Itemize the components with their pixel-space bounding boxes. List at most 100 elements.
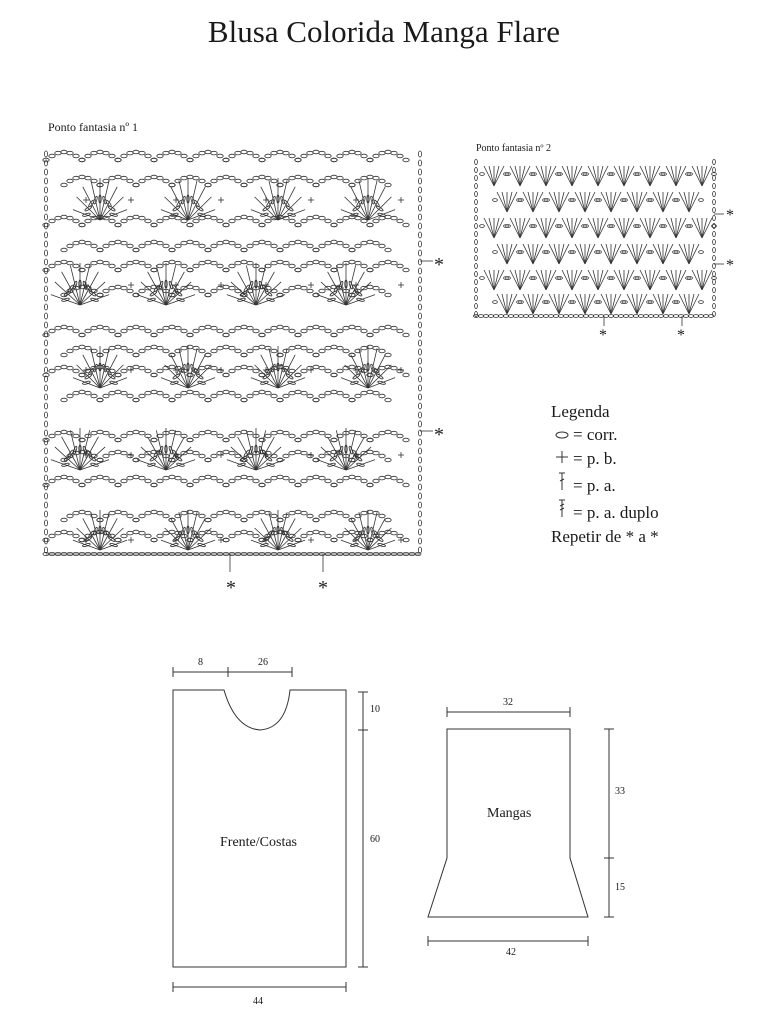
- chain-stitch: [354, 475, 362, 481]
- dc-stitch: [187, 196, 212, 221]
- dc-stitch: [623, 165, 630, 187]
- dc-stitch-bar: [356, 462, 365, 467]
- dc-stitch: [82, 186, 101, 221]
- dc-stitch: [493, 269, 500, 291]
- chain-stitch: [210, 348, 218, 354]
- dc-stitch: [597, 217, 609, 239]
- chain-stitch: [216, 390, 224, 396]
- chain-stitch: [156, 510, 164, 516]
- chain-stitch: [84, 218, 92, 224]
- chain-stitch: [402, 157, 410, 163]
- chain-stitch: [222, 332, 230, 338]
- chain-stitch: [270, 513, 278, 519]
- chain-stitch: [210, 430, 218, 436]
- dc-stitch: [584, 293, 596, 315]
- dc-stitch-bar: [176, 297, 185, 302]
- chain-stitch: [306, 530, 314, 536]
- chain-stitch: [342, 243, 350, 249]
- chain-stitch: [150, 174, 158, 180]
- dc-stitch: [597, 165, 604, 187]
- dc-stitch: [277, 354, 296, 389]
- turning-chain: [417, 501, 422, 509]
- turning-chain: [417, 384, 422, 392]
- turning-chain: [44, 150, 49, 158]
- chain-stitch: [518, 198, 524, 202]
- repeat-mark: *: [318, 577, 328, 595]
- chain-stitch: [642, 314, 649, 318]
- chain-stitch: [330, 267, 338, 273]
- dc-stitch: [545, 217, 552, 239]
- chain-stitch: [90, 430, 98, 436]
- chain-stitch: [204, 247, 212, 253]
- chain-stitch: [294, 372, 302, 378]
- chain-stitch: [240, 182, 248, 188]
- chain-stitch: [548, 314, 555, 318]
- chain-stitch: [300, 328, 308, 334]
- chain-stitch: [336, 345, 344, 351]
- repeat-mark: *: [726, 207, 734, 224]
- chain-stitch: [372, 510, 380, 516]
- chain-stitch: [482, 314, 489, 318]
- body-pattern-diagram: 8 26 10 60 44 Frente/Costas: [172, 657, 380, 1007]
- turning-chain: [474, 279, 478, 286]
- chain-stitch: [697, 314, 704, 318]
- dc-stitch: [99, 180, 110, 221]
- dc-stitch: [587, 269, 599, 291]
- chain-stitch: [138, 215, 146, 221]
- dc-stitch-bar: [170, 212, 179, 217]
- turning-chain: [417, 276, 422, 284]
- dc-stitch-bar: [329, 290, 338, 297]
- chain-stitch: [240, 324, 248, 330]
- dc-stitch-bar: [168, 280, 174, 290]
- chain-stitch: [186, 284, 194, 290]
- chain-stitch: [222, 372, 230, 378]
- dc-stitch: [610, 293, 617, 315]
- chain-stitch: [204, 517, 212, 523]
- chain-stitch: [258, 267, 266, 273]
- chain-stitch: [138, 150, 146, 156]
- chain-stitch: [60, 364, 68, 370]
- dc-stitch: [245, 265, 257, 306]
- dc-stitch-bar: [352, 205, 361, 212]
- dc-stitch: [639, 269, 651, 291]
- chain-stitch: [378, 453, 386, 459]
- chain-stitch: [384, 259, 392, 265]
- dc-stitch: [344, 364, 369, 389]
- chain-stitch: [216, 240, 224, 246]
- dc-stitch-bar: [377, 543, 386, 547]
- dc-stitch-bar: [333, 449, 340, 458]
- dc-stitch: [600, 243, 612, 265]
- chain-stitch: [596, 198, 602, 202]
- chain-stitch: [396, 218, 404, 224]
- chain-stitch: [216, 175, 224, 181]
- dc-stitch: [519, 217, 531, 239]
- dc-stitch: [82, 354, 101, 389]
- chain-stitch: [568, 314, 575, 318]
- chain-stitch: [306, 393, 314, 399]
- chain-stitch: [402, 222, 410, 228]
- chain-stitch: [198, 393, 206, 399]
- turning-chain: [474, 294, 478, 301]
- chain-stitch: [246, 150, 254, 156]
- chain-stitch: [518, 314, 525, 318]
- chain-stitch: [508, 314, 515, 318]
- dc-stitch: [327, 271, 347, 306]
- chain-stitch: [138, 393, 146, 399]
- chain-stitch: [563, 314, 570, 318]
- chain-stitch: [354, 178, 362, 184]
- turning-chain: [712, 174, 716, 181]
- dc-stitch: [501, 191, 508, 213]
- chain-stitch: [330, 239, 338, 245]
- chain-stitch: [210, 325, 218, 331]
- chain-stitch: [306, 365, 314, 371]
- dc-stitch: [613, 165, 625, 187]
- chain-stitch: [42, 437, 50, 443]
- chain-stitch: [264, 175, 272, 181]
- chain-stitch: [390, 530, 398, 536]
- chain-stitch: [120, 263, 128, 269]
- chain-stitch: [276, 474, 284, 480]
- dc-stitch: [277, 209, 306, 221]
- dc-stitch: [592, 269, 599, 291]
- dc-stitch: [506, 191, 513, 213]
- chain-stitch: [270, 430, 278, 436]
